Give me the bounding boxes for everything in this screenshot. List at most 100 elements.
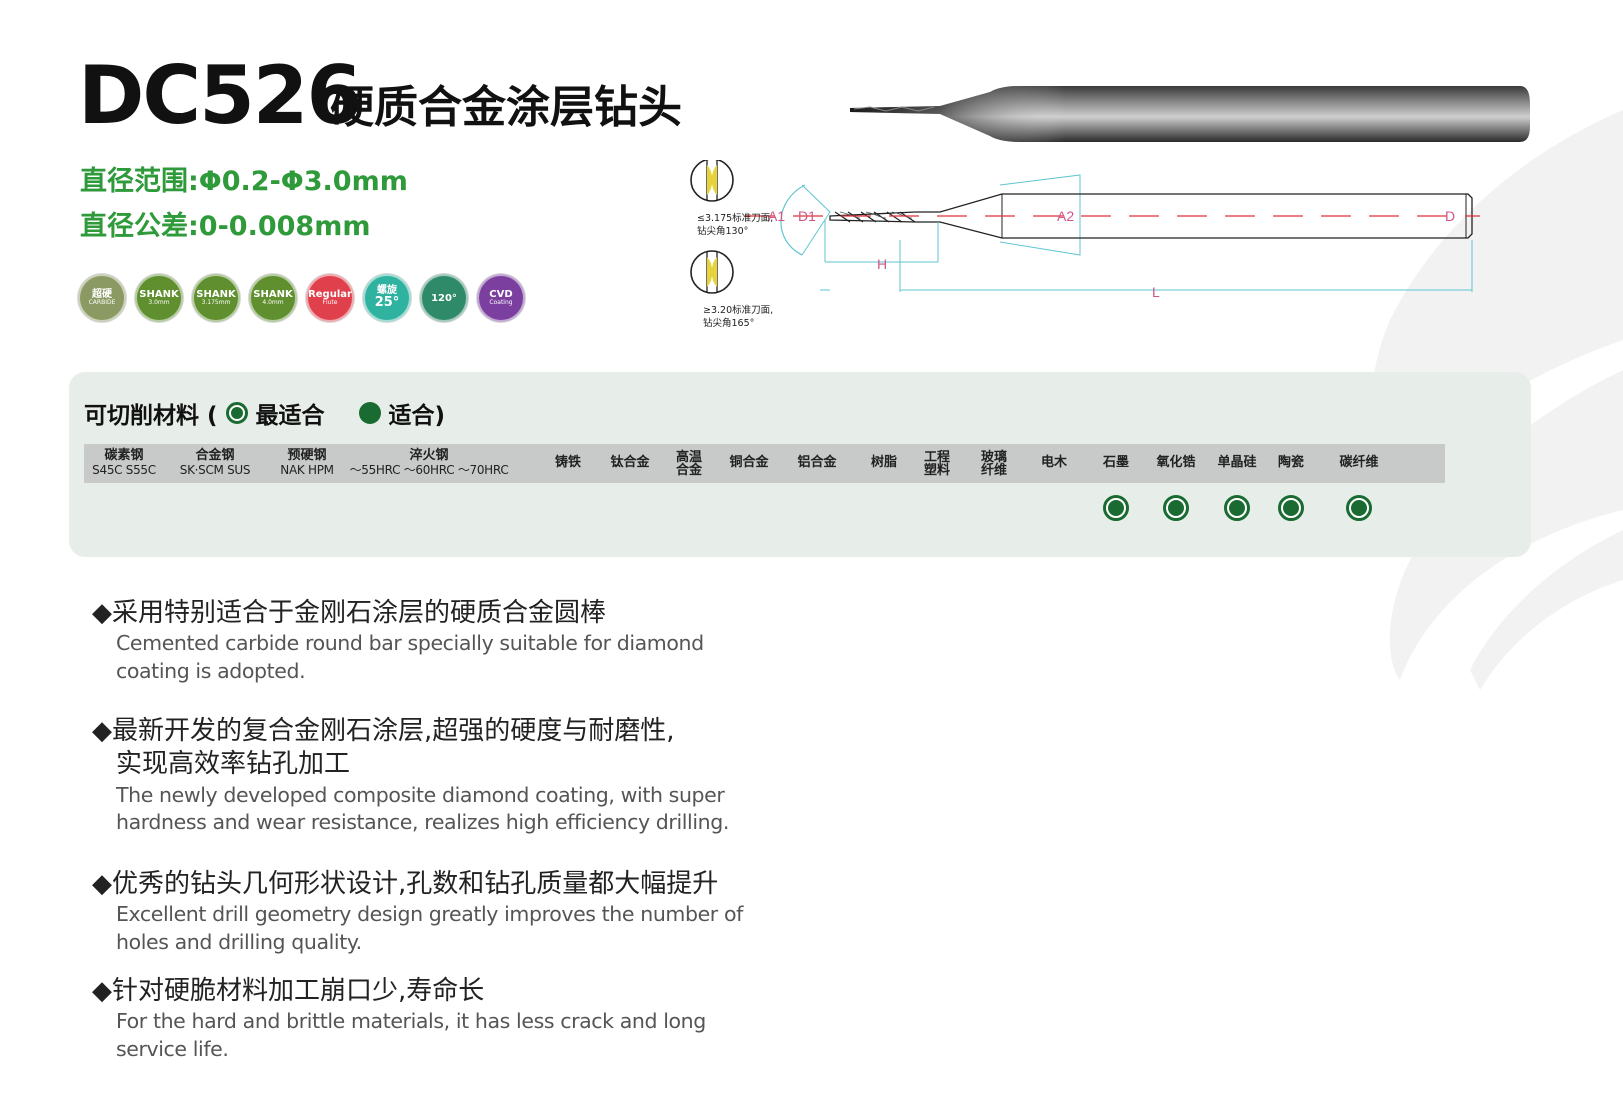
material-column-header: 石墨	[1091, 444, 1141, 483]
material-name: 铸铁	[554, 455, 581, 471]
feature-title: ◆最新开发的复合金刚石涂层,超强的硬度与耐磨性,	[92, 716, 675, 746]
material-column-header: 碳纤维	[1329, 444, 1389, 483]
material-column-header: 工程塑料	[912, 444, 962, 483]
material-name: 合金钢	[195, 448, 235, 464]
material-column-header: 单晶硅	[1207, 444, 1267, 483]
material-name: 淬火钢	[409, 448, 449, 464]
material-column-header: 铜合金	[719, 444, 779, 483]
tip-view-large-icon	[690, 250, 734, 294]
drill-dimension-diagram: A1 D1 A2 D H L	[690, 160, 1480, 300]
tip-note-large: ≥3.20标准刀面, 钻尖角165°	[703, 305, 773, 331]
badge-label: CVD	[489, 289, 513, 301]
label-h: H	[877, 256, 887, 272]
best-fit-legend-label: 最适合	[255, 403, 325, 429]
materials-heading-text: 可切削材料 (	[84, 403, 218, 429]
material-column-header: 铝合金	[787, 444, 847, 483]
tip-note-small-line1: ≤3.175标准刀面,	[697, 213, 774, 224]
suitable-legend-icon	[358, 402, 381, 424]
material-column-header: 树脂	[859, 444, 909, 483]
tip-note-small: ≤3.175标准刀面, 钻尖角130°	[697, 213, 773, 239]
badge-sublabel: Coating	[489, 299, 513, 307]
diameter-range: 直径范围:Φ0.2-Φ3.0mm	[80, 166, 408, 197]
material-name: 预硬钢	[287, 448, 327, 464]
badge-label: SHANK	[139, 289, 179, 301]
material-name: 工程塑料	[923, 449, 950, 478]
tip-note-large-line2: 钻尖角165°	[703, 317, 755, 329]
best-fit-mark	[1103, 495, 1129, 521]
material-name: 铝合金	[797, 455, 837, 471]
badge-label: 超硬	[92, 289, 112, 301]
material-name: 铜合金	[729, 455, 769, 471]
feature-description: For the hard and brittle materials, it h…	[116, 1009, 706, 1062]
suitable-legend-label: 适合)	[388, 403, 446, 429]
material-name: 石墨	[1102, 455, 1129, 471]
material-grade: S45C S55C	[92, 463, 156, 478]
best-fit-mark	[1278, 495, 1304, 521]
material-grade: NAK HPM	[280, 463, 334, 478]
diameter-tolerance: 直径公差:0-0.008mm	[80, 211, 371, 242]
material-column-header: 淬火钢～55HRC ～60HRC ～70HRC	[339, 444, 519, 483]
feature-title: ◆针对硬脆材料加工崩口少,寿命长	[92, 976, 485, 1006]
material-column-header: 电木	[1029, 444, 1079, 483]
badge-label: 螺旋	[377, 285, 397, 297]
tip-note-small-line2: 钻尖角130°	[697, 225, 749, 237]
tip-note-large-line1: ≥3.20标准刀面,	[703, 305, 774, 316]
material-name: 陶瓷	[1277, 455, 1304, 471]
feature-description: Excellent drill geometry design greatly …	[116, 902, 743, 955]
tip-view-small-icon	[690, 160, 734, 202]
material-name: 碳纤维	[1339, 455, 1379, 471]
label-l: L	[1152, 284, 1160, 300]
feature-title: ◆采用特别适合于金刚石涂层的硬质合金圆棒	[92, 598, 606, 628]
badge-sublabel: 4.0mm	[262, 299, 284, 307]
best-fit-mark	[1163, 495, 1189, 521]
material-name: 氧化锆	[1156, 455, 1196, 471]
material-column-header: 氧化锆	[1146, 444, 1206, 483]
feature-badge: 120°	[420, 274, 468, 322]
label-a1: A1	[768, 208, 785, 224]
feature-description: The newly developed composite diamond co…	[116, 782, 729, 835]
material-column-header: 陶瓷	[1266, 444, 1316, 483]
badge-label: SHANK	[196, 289, 236, 301]
material-name: 钛合金	[610, 455, 650, 471]
badge-sublabel: Flute	[322, 299, 338, 307]
suitable-mark	[804, 495, 830, 521]
material-name: 树脂	[870, 455, 897, 471]
suitable-mark	[736, 495, 762, 521]
feature-title: ◆优秀的钻头几何形状设计,孔数和钻孔质量都大幅提升	[92, 869, 719, 899]
badge-value: 25°	[374, 295, 400, 311]
material-name: 电木	[1040, 455, 1067, 471]
feature-description: Cemented carbide round bar specially sui…	[116, 631, 704, 684]
best-fit-mark	[1346, 495, 1372, 521]
feature-title-cont: 实现高效率钻孔加工	[116, 749, 351, 780]
badge-label: 120°	[431, 292, 457, 304]
product-model: DC526	[78, 49, 362, 142]
material-column-header: 玻璃纤维	[969, 444, 1019, 483]
product-name: 硬质合金涂层钻头	[330, 82, 682, 133]
material-name: 高温合金	[675, 449, 702, 478]
material-column-header: 高温合金	[664, 444, 714, 483]
material-column-header: 钛合金	[600, 444, 660, 483]
label-d1: D1	[798, 208, 816, 224]
material-name: 单晶硅	[1217, 455, 1257, 471]
drill-photo	[850, 86, 1530, 142]
materials-heading: 可切削材料 ( 最适合 适合)	[84, 396, 445, 430]
material-name: 碳素钢	[104, 448, 144, 464]
badge-sublabel: 3.175mm	[201, 299, 231, 307]
badge-sublabel: 3.0mm	[148, 299, 170, 307]
material-grade: ～55HRC ～60HRC ～70HRC	[349, 463, 509, 478]
